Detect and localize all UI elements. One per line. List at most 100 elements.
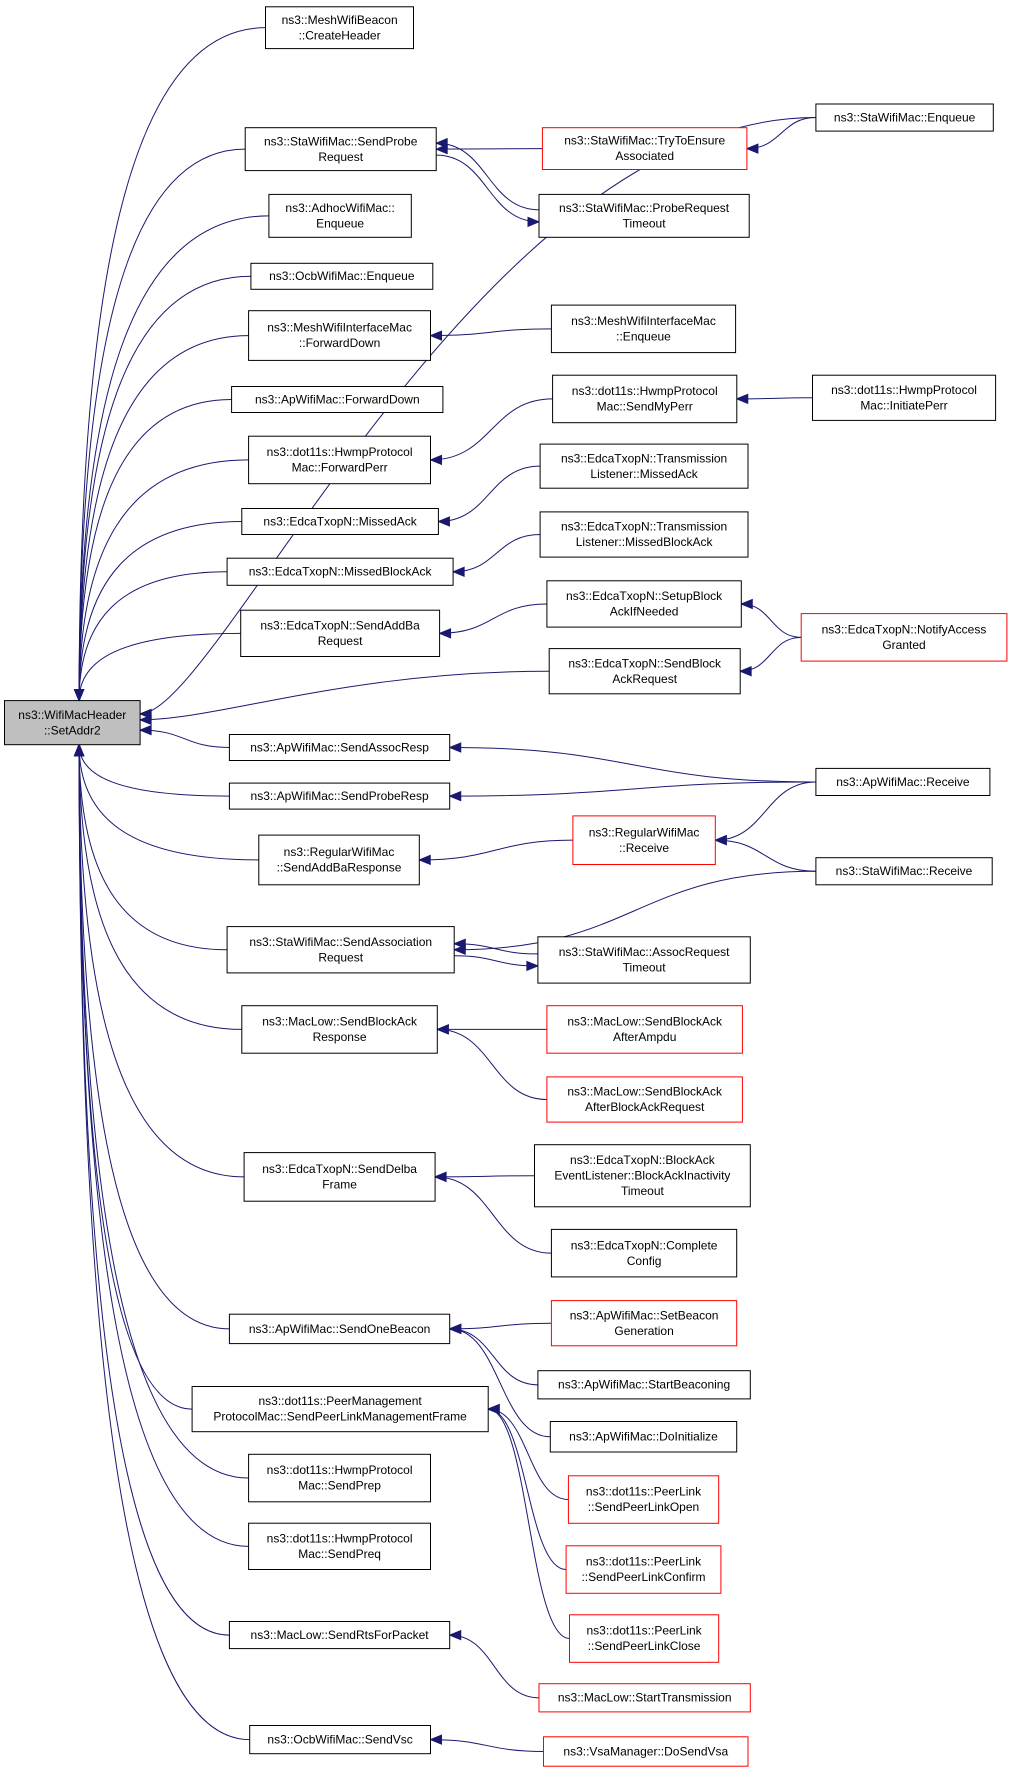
node-box xyxy=(248,1522,431,1570)
edge-arrowhead xyxy=(451,566,465,578)
node-label: Granted xyxy=(882,638,925,652)
node-label: ns3::ApWifiMac::SetBeacon xyxy=(570,1308,719,1322)
node-n1[interactable]: ns3::MeshWifiBeacon::CreateHeader xyxy=(265,6,414,50)
node-label: ns3::ApWifiMac::Receive xyxy=(836,775,970,789)
node-root[interactable]: ns3::WifiMacHeader::SetAddr2 xyxy=(4,700,141,746)
node-m9[interactable]: ns3::RegularWifiMac::Receive xyxy=(572,815,716,866)
node-r4[interactable]: ns3::ApWifiMac::Receive xyxy=(815,767,991,797)
node-label: Timeout xyxy=(621,1184,665,1198)
node-label: Config xyxy=(627,1254,662,1268)
edge-arrowhead xyxy=(738,665,752,677)
node-r2[interactable]: ns3::dot11s::HwmpProtocolMac::InitiatePe… xyxy=(812,374,997,421)
node-box xyxy=(541,127,748,170)
node-m6[interactable]: ns3::EdcaTxopN::TransmissionListener::Mi… xyxy=(539,511,749,558)
edge-r4-to-n11 xyxy=(449,746,816,783)
node-box xyxy=(538,193,750,238)
node-m13[interactable]: ns3::EdcaTxopN::BlockAckEventListener::B… xyxy=(534,1144,751,1208)
node-box xyxy=(258,834,420,886)
node-box xyxy=(800,613,1008,662)
node-n18[interactable]: ns3::dot11s::PeerManagementProtocolMac::… xyxy=(191,1386,489,1433)
node-box xyxy=(546,1076,743,1123)
node-m22[interactable]: ns3::VsaManager::DoSendVsa xyxy=(543,1736,749,1767)
node-m19[interactable]: ns3::dot11s::PeerLink::SendPeerLinkConfi… xyxy=(565,1545,722,1594)
edge-m17-to-n17 xyxy=(449,1328,551,1438)
node-n12[interactable]: ns3::ApWifiMac::SendProbeResp xyxy=(228,782,451,810)
node-m21[interactable]: ns3::MacLow::StartTransmission xyxy=(538,1683,751,1713)
edge-n16-to-root xyxy=(78,744,245,1178)
node-box xyxy=(241,1005,438,1054)
node-label: Enqueue xyxy=(316,217,364,231)
node-n9[interactable]: ns3::EdcaTxopN::MissedBlockAck xyxy=(226,557,454,586)
node-n22[interactable]: ns3::OcbWifiMac::SendVsc xyxy=(249,1725,431,1755)
node-m18[interactable]: ns3::dot11s::PeerLink::SendPeerLinkOpen xyxy=(567,1475,720,1524)
edge-arrowhead xyxy=(527,216,541,228)
node-label: ns3::MacLow::SendBlockAck xyxy=(567,1015,723,1029)
edge-n14-to-root xyxy=(78,744,228,951)
node-n13[interactable]: ns3::RegularWifiMac::SendAddBaResponse xyxy=(258,834,420,886)
node-n8[interactable]: ns3::EdcaTxopN::MissedAck xyxy=(241,508,439,535)
node-m20[interactable]: ns3::dot11s::PeerLink::SendPeerLinkClose xyxy=(569,1614,720,1663)
node-label: Frame xyxy=(322,1178,357,1192)
node-n17[interactable]: ns3::ApWifiMac::SendOneBeacon xyxy=(228,1313,451,1345)
node-label: Generation xyxy=(614,1324,673,1338)
node-box xyxy=(569,1614,720,1663)
node-n7[interactable]: ns3::dot11s::HwmpProtocolMac::ForwardPer… xyxy=(248,435,431,485)
node-r1[interactable]: ns3::StaWifiMac::Enqueue xyxy=(815,103,994,132)
edge-r4-to-n12 xyxy=(449,781,816,797)
node-label: Request xyxy=(318,950,363,964)
node-box xyxy=(268,193,412,238)
edge-arrowhead xyxy=(433,1171,447,1183)
node-box xyxy=(538,1683,751,1713)
node-n6[interactable]: ns3::ApWifiMac::ForwardDown xyxy=(231,386,444,413)
node-label: ns3::ApWifiMac::SendProbeResp xyxy=(251,789,429,803)
edge-m14-to-n16 xyxy=(435,1176,552,1254)
edge-n13-to-root xyxy=(78,744,259,861)
node-n5[interactable]: ns3::MeshWifiInterfaceMac::ForwardDown xyxy=(248,310,431,361)
node-n11[interactable]: ns3::ApWifiMac::SendAssocResp xyxy=(228,734,451,761)
edge-r3-to-m7 xyxy=(741,603,802,638)
edge-arrowhead xyxy=(434,137,448,149)
node-box xyxy=(565,1545,722,1594)
edge-n17-to-root xyxy=(78,744,230,1330)
node-n4[interactable]: ns3::OcbWifiMac::Enqueue xyxy=(250,262,434,290)
node-m3[interactable]: ns3::MeshWifiInterfaceMac::Enqueue xyxy=(550,304,737,354)
node-label: ns3::StaWifiMac::ProbeRequest xyxy=(559,201,730,215)
node-label: ns3::OcbWifiMac::Enqueue xyxy=(269,269,415,283)
node-box xyxy=(240,609,441,658)
node-label: Mac::SendMyPerr xyxy=(597,400,693,414)
node-label: ns3::StaWifiMac::AssocRequest xyxy=(559,945,730,959)
node-label: EventListener::BlockAckInactivity xyxy=(554,1169,730,1183)
node-m17[interactable]: ns3::ApWifiMac::DoInitialize xyxy=(549,1421,738,1453)
node-label: Mac::InitiatePerr xyxy=(860,398,947,412)
node-label: ns3::StaWifiMac::TryToEnsure xyxy=(564,134,725,148)
node-label: ProtocolMac::SendPeerLinkManagementFrame xyxy=(213,1410,467,1424)
edge-n5-to-root xyxy=(78,335,249,701)
node-m16[interactable]: ns3::ApWifiMac::StartBeaconing xyxy=(537,1370,751,1400)
node-n21[interactable]: ns3::MacLow::SendRtsForPacket xyxy=(228,1621,451,1650)
edge-m1-to-n2 xyxy=(436,148,543,150)
node-m12[interactable]: ns3::MacLow::SendBlockAckAfterBlockAckRe… xyxy=(546,1076,743,1123)
node-label: ns3::EdcaTxopN::SendAddBa xyxy=(260,619,420,633)
node-n3[interactable]: ns3::AdhocWifiMac::Enqueue xyxy=(268,193,412,238)
node-r5[interactable]: ns3::StaWifiMac::Receive xyxy=(815,857,993,886)
node-label: ns3::dot11s::PeerLink xyxy=(586,1555,702,1569)
edge-r4-to-m9 xyxy=(715,781,816,841)
node-m5[interactable]: ns3::EdcaTxopN::TransmissionListener::Mi… xyxy=(539,443,749,489)
